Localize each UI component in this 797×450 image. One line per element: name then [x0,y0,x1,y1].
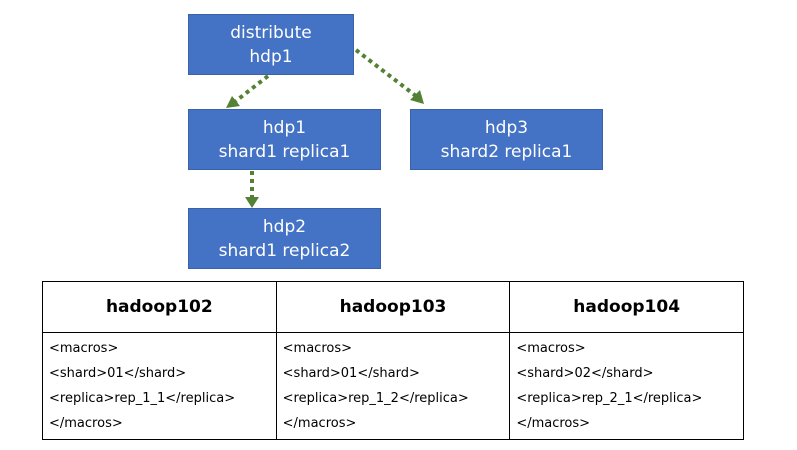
replica-line: <replica>rep_1_1</replica> [49,391,236,406]
header-hadoop103: hadoop103 [275,281,511,333]
node-hdp3-line1: hdp3 [484,117,529,138]
arrowhead-hdp1-to-hdp2 [245,197,259,208]
macros-open-line: <macros> [516,341,586,356]
shard-line: <shard>01</shard> [49,366,187,381]
cell-hadoop102-macros: <macros> <shard>01</shard> <replica>rep_… [42,332,277,440]
arrow-distribute-to-hdp1 [230,74,270,106]
macros-open-line: <macros> [282,341,353,356]
replica-line: <replica>rep_2_1</replica> [516,391,703,406]
macros-close-line: </macros> [49,416,123,431]
cell-hadoop104-macros: <macros> <shard>02</shard> <replica>rep_… [509,332,744,440]
node-hdp1-line2: shard1 replica1 [218,141,351,162]
node-hdp2-line2: shard1 replica2 [218,240,351,261]
node-distribute-line1: distribute [230,22,312,43]
arrowhead-distribute-to-hdp1 [226,96,240,108]
node-hdp1-shard1-replica1: hdp1 shard1 replica1 [188,109,381,170]
arrow-distribute-to-hdp3 [354,48,418,98]
diagram-arrows [226,48,424,208]
cell-hadoop103-macros: <macros> <shard>01</shard> <replica>rep_… [275,332,511,440]
node-hdp3-shard2-replica1: hdp3 shard2 replica1 [410,109,603,170]
node-distribute-hdp1: distribute hdp1 [188,14,354,75]
macros-open-line: <macros> [49,341,119,356]
shard-replica-diagram: distribute hdp1 hdp1 shard1 replica1 hdp… [188,14,603,269]
node-hdp2-shard1-replica2: hdp2 shard1 replica2 [188,208,381,269]
node-hdp1-line1: hdp1 [262,117,307,138]
replica-line: <replica>rep_1_2</replica> [282,391,469,406]
macros-close-line: </macros> [282,416,357,431]
macros-config-table: hadoop102 hadoop103 hadoop104 <macros> <… [42,281,744,440]
shard-line: <shard>01</shard> [282,366,420,381]
header-hadoop104: hadoop104 [509,281,744,333]
arrowhead-distribute-to-hdp3 [410,90,424,104]
table-row: <macros> <shard>01</shard> <replica>rep_… [42,332,744,440]
node-hdp3-line2: shard2 replica1 [440,141,573,162]
macros-close-line: </macros> [516,416,591,431]
shard-line: <shard>02</shard> [516,366,654,381]
node-hdp2-line1: hdp2 [262,216,307,237]
header-hadoop102: hadoop102 [42,281,277,333]
node-distribute-line2: hdp1 [249,46,293,67]
table-header-row: hadoop102 hadoop103 hadoop104 [42,281,744,333]
